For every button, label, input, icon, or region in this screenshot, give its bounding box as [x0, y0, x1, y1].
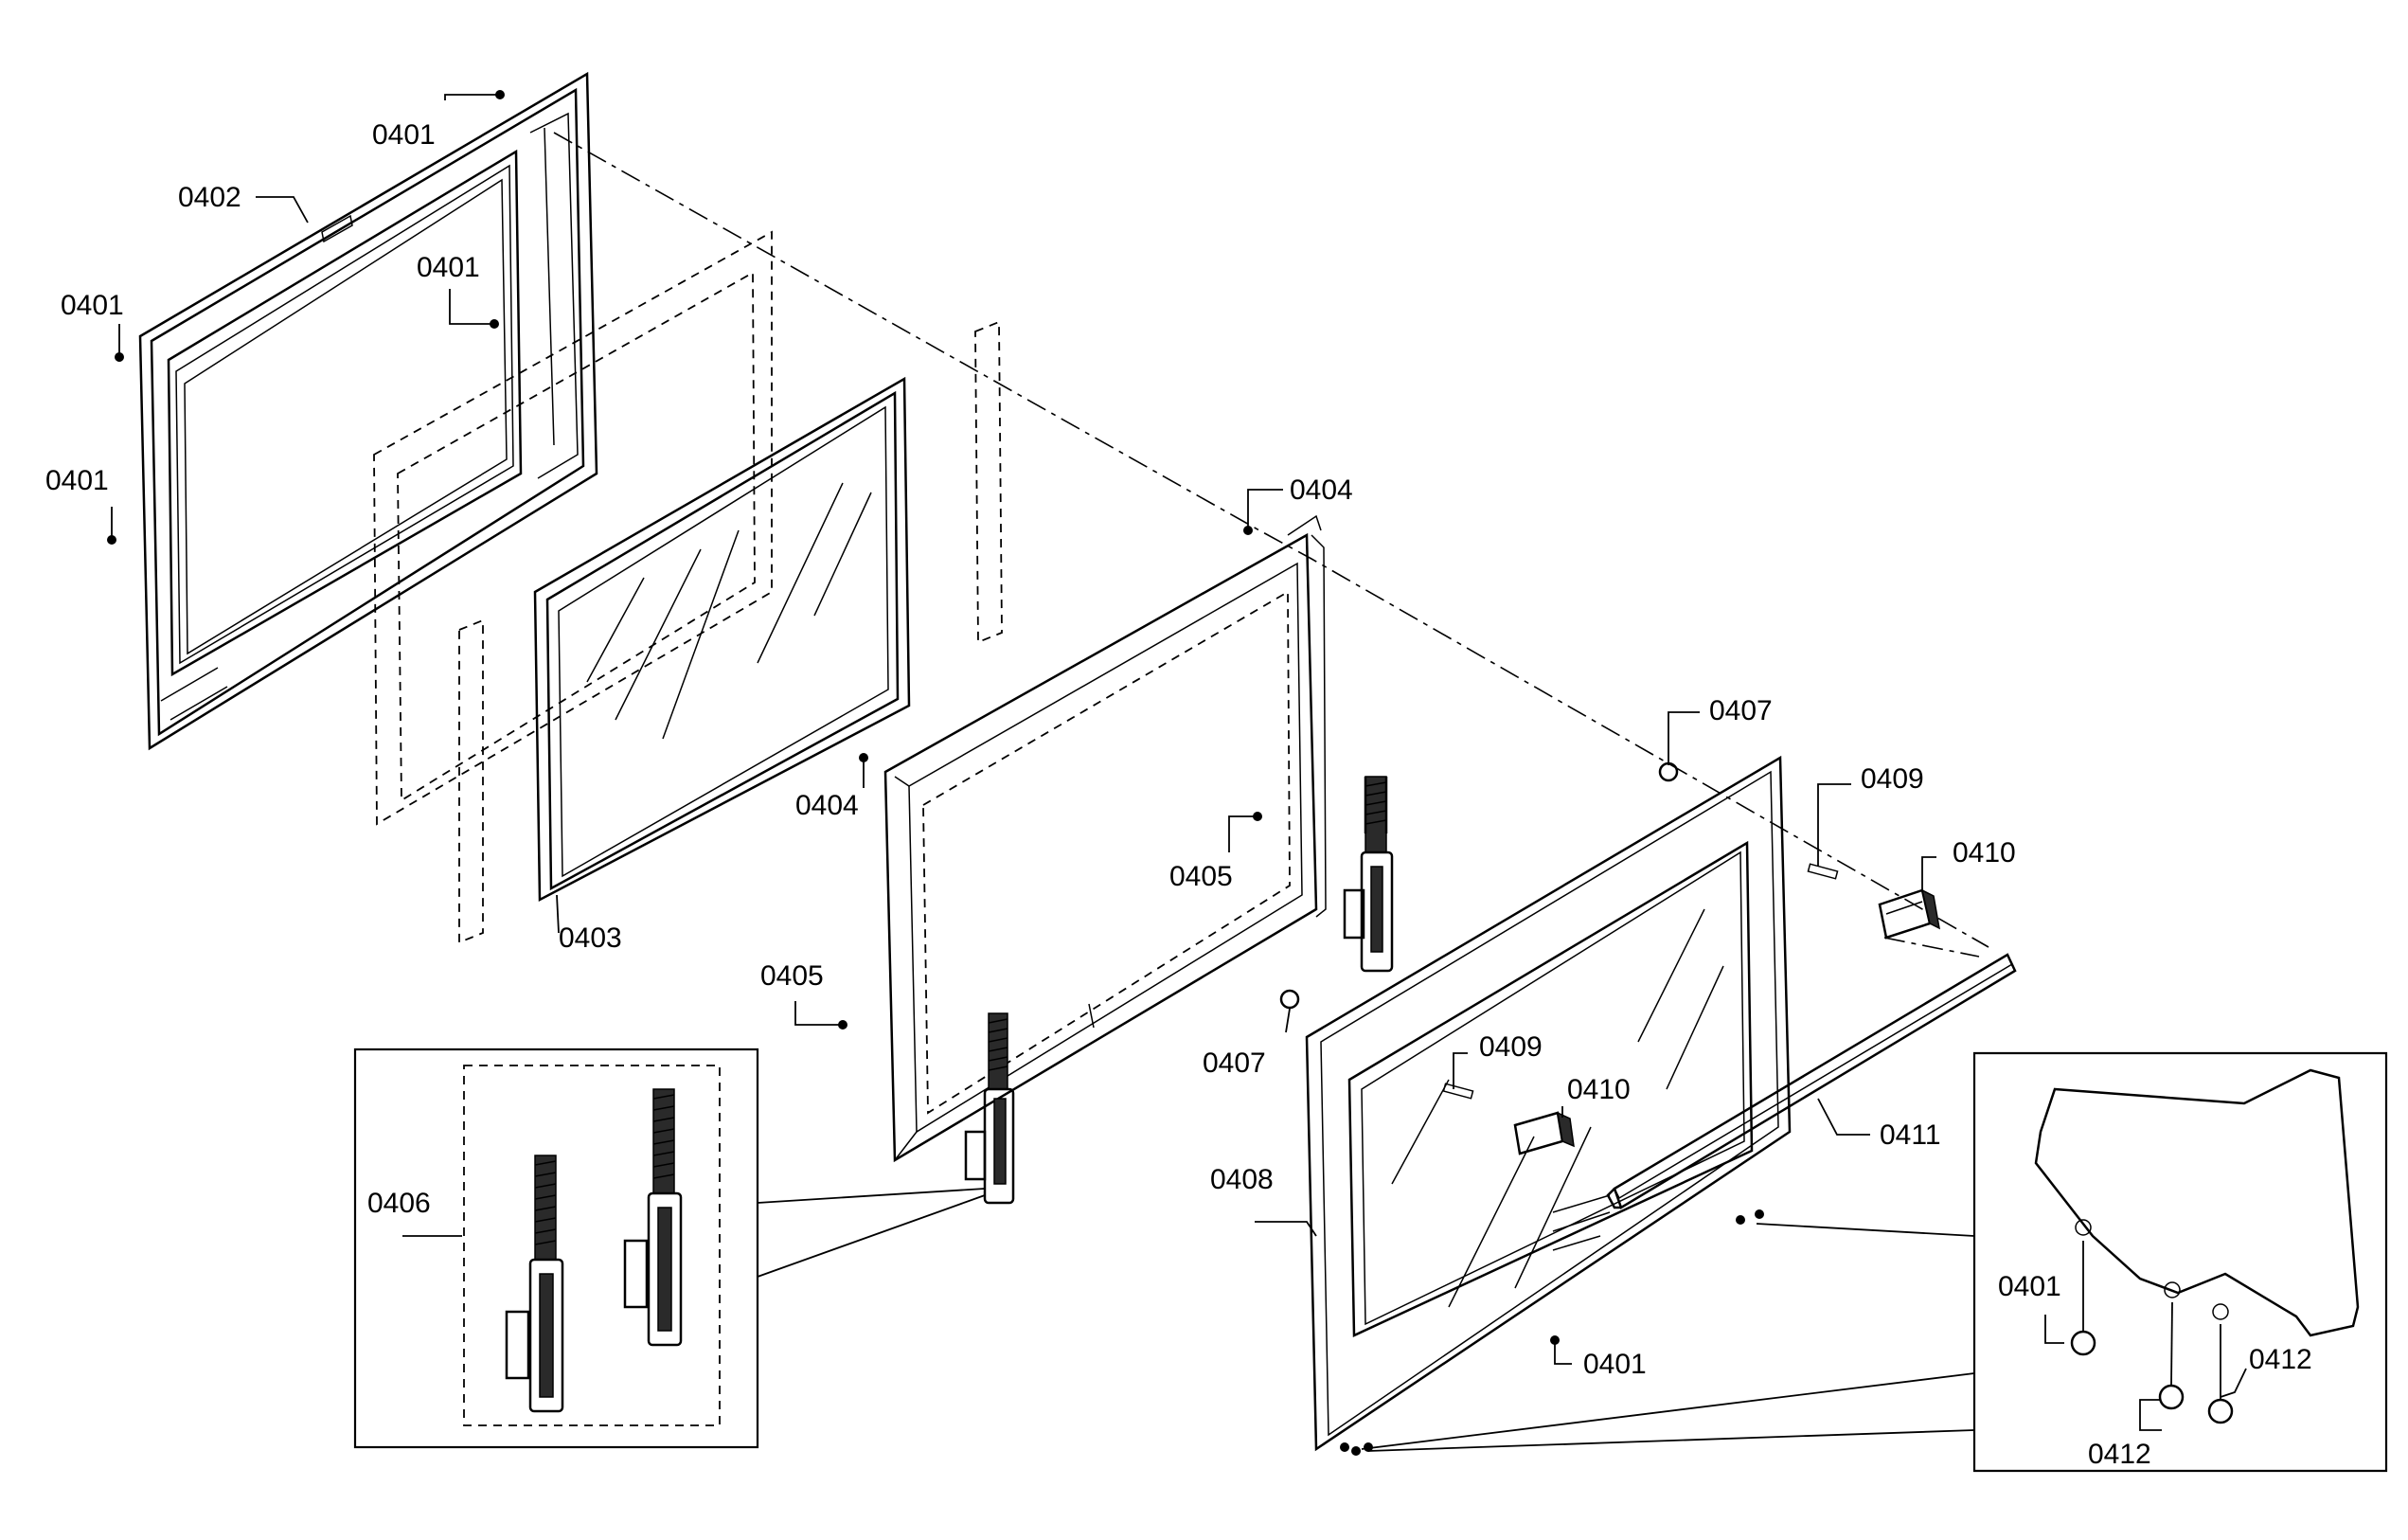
label-0408: 0408	[1210, 1164, 1274, 1195]
handle-mount-parts	[1279, 761, 1940, 1155]
label-0401-left-b: 0401	[45, 465, 109, 496]
label-0410-inner: 0410	[1567, 1074, 1631, 1105]
door-gasket-dashed	[373, 230, 1003, 944]
label-0401-top: 0401	[372, 119, 436, 151]
assembly-axis-lines	[553, 132, 1989, 958]
fastener-detail-inset	[1361, 1051, 2388, 1473]
outer-door-frame	[138, 71, 598, 751]
part-labels: 0401 0402 0401 0401 0401 0403 0404 0404 …	[45, 119, 2312, 1470]
outer-glass-door	[1305, 755, 1792, 1452]
label-0406: 0406	[367, 1188, 431, 1219]
label-0404-left: 0404	[795, 790, 859, 821]
label-0401-inner: 0401	[417, 252, 480, 283]
label-0401-detail: 0401	[1998, 1271, 2061, 1302]
label-0410-top: 0410	[1953, 837, 2016, 868]
inner-door-frame	[883, 514, 1327, 1163]
label-0402: 0402	[178, 182, 241, 213]
label-0412-bottom: 0412	[2088, 1439, 2151, 1470]
label-0405-left: 0405	[760, 960, 824, 992]
hinge-detail-inset	[353, 1048, 986, 1449]
label-0407-bottom: 0407	[1203, 1048, 1266, 1079]
label-0405-right: 0405	[1169, 861, 1233, 892]
label-0401-bottom: 0401	[1583, 1349, 1647, 1380]
label-0409-inner: 0409	[1479, 1031, 1543, 1063]
hinge-installed-right	[1343, 776, 1394, 973]
leader-lines	[111, 94, 2247, 1431]
label-0411: 0411	[1880, 1119, 1941, 1151]
hinge-installed-left	[964, 1012, 1015, 1205]
label-0409-top: 0409	[1861, 763, 1924, 795]
label-0412-right: 0412	[2249, 1344, 2312, 1375]
label-0403: 0403	[559, 922, 622, 954]
label-0407-top: 0407	[1709, 695, 1773, 726]
door-handle	[1606, 953, 2017, 1209]
inner-glass-pane	[533, 376, 911, 903]
label-0401-left-a: 0401	[61, 290, 124, 321]
label-0404-top: 0404	[1290, 475, 1353, 506]
